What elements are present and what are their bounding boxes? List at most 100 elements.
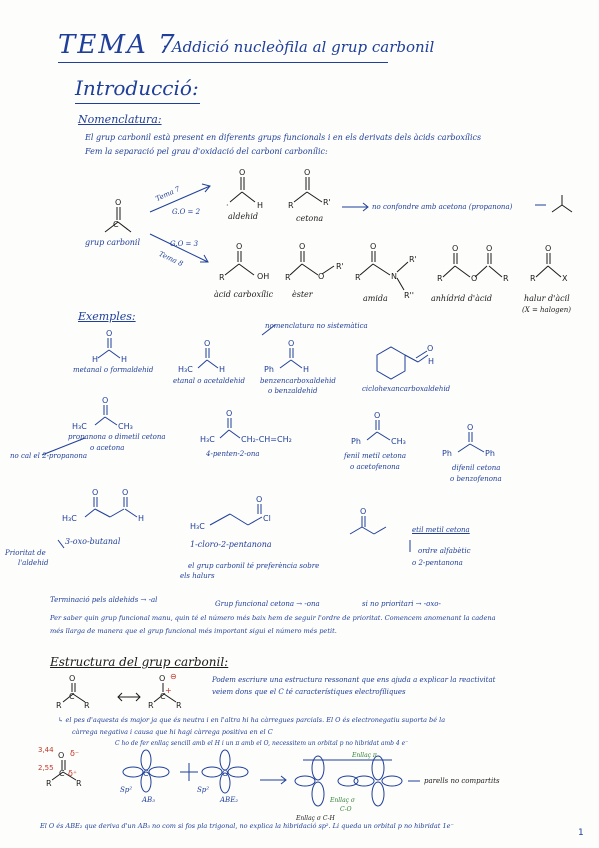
svg-text:R: R — [530, 274, 536, 283]
svg-text:C: C — [143, 769, 149, 778]
ex-penten: 4-penten-2-ona — [206, 450, 260, 458]
svg-text:Ph: Ph — [351, 437, 361, 446]
svg-text:C: C — [59, 769, 65, 778]
ex-cloro: 1-cloro-2-pentanona — [190, 540, 272, 549]
label-amida: amida — [363, 294, 388, 303]
ex-etanal: etanal o acetaldehid — [173, 377, 246, 385]
estructura-p2b: càrrega negativa i causa que hi hagi càr… — [72, 728, 273, 736]
label-acid: àcid carboxílic — [214, 290, 274, 299]
arrow-go3: G.O = 3 — [170, 240, 199, 248]
svg-text:H: H — [257, 201, 263, 210]
label-enllac-sigma: Enllaç σ — [330, 797, 356, 804]
svg-text:H₃C: H₃C — [190, 522, 205, 531]
svg-text:O: O — [236, 242, 242, 251]
svg-text:O: O — [226, 409, 232, 418]
nomenclatura-line2: Fem la separació pel grau d'oxidació del… — [85, 147, 328, 156]
label-halur2: (X = halogen) — [522, 306, 572, 314]
svg-text:O: O — [467, 423, 473, 432]
label-ester: èster — [292, 290, 313, 299]
estructura-p1a: Podem escriure una estructura ressonant … — [212, 676, 496, 684]
svg-text:O: O — [299, 242, 305, 251]
svg-text:R: R — [285, 273, 291, 282]
svg-text:H: H — [121, 355, 127, 364]
svg-text:O: O — [304, 168, 310, 177]
svg-text:O: O — [288, 339, 294, 348]
label-enllac-sigma2: C-O — [340, 806, 352, 813]
term-line1a: Terminació pels aldehids → -al — [50, 596, 158, 604]
label-enllac-pi: Enllaç π — [352, 752, 377, 759]
label-sp2b: Sp² — [197, 786, 210, 794]
arrow-go2: G.O = 2 — [172, 208, 201, 216]
svg-text:·: · — [226, 201, 229, 210]
estructura-p1b: veiem dons que el C té característiques … — [212, 688, 406, 696]
svg-text:R: R — [84, 701, 90, 710]
svg-text:R: R — [148, 701, 154, 710]
ex-fenil1: fenil metil cetona — [344, 452, 407, 460]
svg-text:O: O — [102, 396, 108, 405]
ex-oxobutanal: 3-oxo-butanal — [65, 537, 121, 546]
svg-text:O: O — [159, 674, 165, 683]
svg-text:O: O — [92, 488, 98, 497]
estructura-heading: Estructura del grup carbonil: — [50, 655, 229, 669]
svg-text:H₃C: H₃C — [72, 422, 87, 431]
svg-text:Ph: Ph — [442, 449, 452, 458]
svg-text:O: O — [115, 198, 121, 207]
ex-no-cal: no cal el 2-propanona — [10, 452, 88, 460]
label-enllac-ch: Enllaç σ C-H — [296, 815, 335, 822]
ex-prioritat2: l'aldehid — [18, 559, 49, 567]
estructura-last: El O és ABE₂ que deriva d'un AB₃ no com … — [40, 822, 454, 830]
svg-text:C: C — [113, 220, 119, 229]
svg-text:H₃C: H₃C — [200, 435, 215, 444]
intro-underline — [75, 103, 200, 104]
nomenclatura-heading: Nomenclatura: — [78, 113, 162, 126]
svg-text:R: R — [56, 701, 62, 710]
svg-text:R: R — [46, 779, 52, 788]
grup-carbonil-label: grup carbonil — [85, 238, 141, 247]
svg-text:O: O — [204, 339, 210, 348]
estructura-p2c: C ho de fer enllaç sencill amb el H i un… — [115, 740, 409, 747]
ex-propanona2: o acetona — [90, 444, 125, 452]
svg-text:R: R — [437, 274, 443, 283]
svg-text:O: O — [122, 488, 128, 497]
svg-text:O: O — [360, 507, 366, 516]
label-abe2: ABE₂ — [220, 796, 239, 804]
ex-fenil2: o acetofenona — [350, 463, 400, 471]
svg-text:R': R' — [323, 198, 331, 207]
label-ab3: AB₃ — [142, 796, 156, 804]
ex-grup-pref2: els halurs — [180, 572, 215, 580]
ex-prioritat1: Prioritat de — [5, 549, 46, 557]
svg-text:R: R — [503, 274, 509, 283]
ex-propanona1: propanona o dimetil cetona — [68, 433, 166, 441]
svg-text:O: O — [374, 411, 380, 420]
label-aldehid: aldehid — [228, 212, 259, 221]
svg-text:2,55: 2,55 — [38, 764, 54, 772]
nomenclatura-no-sist: nomenclatura no sistemàtica — [265, 322, 368, 330]
nomenclatura-line1: El grup carbonil està present en diferen… — [85, 133, 482, 142]
svg-text:δ⁻: δ⁻ — [70, 749, 79, 758]
svg-text:C: C — [160, 692, 166, 701]
svg-text:3,44: 3,44 — [38, 746, 54, 754]
svg-text:H: H — [92, 355, 98, 364]
svg-text:O: O — [222, 769, 228, 778]
svg-text:+: + — [165, 686, 172, 695]
svg-text:O: O — [106, 329, 112, 338]
ex-benzen1: benzencarboxaldehid — [260, 377, 336, 385]
svg-text:CH₃: CH₃ — [391, 437, 406, 446]
svg-text:⊖: ⊖ — [170, 672, 177, 681]
ex-etil2: ordre alfabètic — [418, 547, 471, 555]
section-introduccio: Introducció: — [75, 76, 199, 100]
svg-text:H₃C: H₃C — [178, 365, 193, 374]
svg-text:R: R — [76, 779, 82, 788]
svg-text:H: H — [219, 365, 225, 374]
ex-ciclo: ciclohexancarboxaldehid — [362, 385, 451, 393]
svg-text:O: O — [545, 244, 551, 253]
svg-text:H: H — [303, 365, 309, 374]
svg-text:R': R' — [336, 262, 344, 271]
svg-text:H: H — [428, 357, 434, 366]
svg-text:C: C — [69, 692, 75, 701]
svg-text:R: R — [219, 273, 225, 282]
ex-difenil2: o benzofenona — [450, 475, 502, 483]
svg-text:CH₂-CH=CH₂: CH₂-CH=CH₂ — [241, 435, 292, 444]
